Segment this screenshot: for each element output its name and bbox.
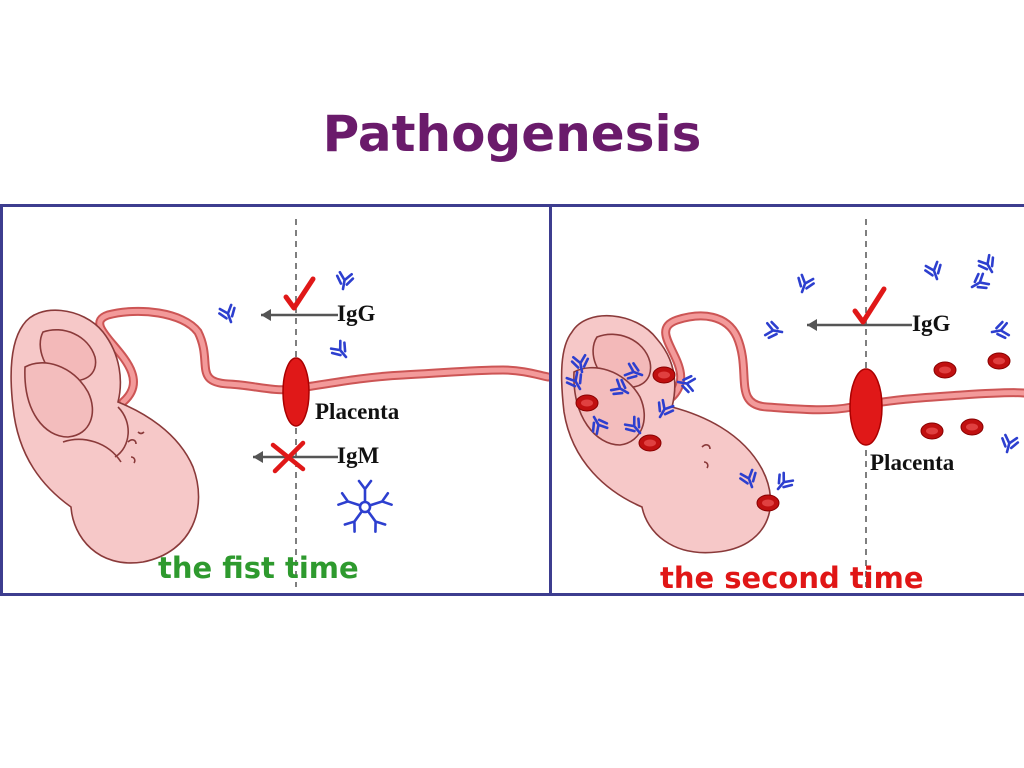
red-blood-cell-icon	[960, 418, 984, 436]
antibody-icon	[763, 320, 785, 342]
igm-label: IgM	[337, 443, 380, 468]
check-icon	[283, 276, 316, 311]
antibody-icon	[997, 433, 1021, 456]
panel-second-time: IgG Placenta the second time	[549, 204, 1024, 596]
caption-second-time: the second time	[660, 561, 924, 595]
red-blood-cell-icon	[920, 422, 944, 440]
placenta-label: Placenta	[315, 399, 400, 424]
antibody-icon	[328, 338, 354, 364]
panel-first-time: IgG Placenta IgM the fist time	[0, 204, 552, 596]
antibody-icon	[989, 320, 1011, 342]
red-blood-cell-icon	[987, 352, 1011, 370]
igm-arrow-left-icon	[253, 451, 338, 463]
slide-title: Pathogenesis	[322, 105, 702, 163]
antibody-icon	[793, 272, 817, 297]
red-blood-cell-icon	[933, 361, 957, 379]
igg-label: IgG	[337, 301, 376, 326]
antibody-icon	[333, 270, 355, 292]
fetus	[10, 309, 200, 564]
pathogenesis-figure: IgG Placenta IgM the fist time	[0, 204, 1024, 596]
cross-icon	[270, 440, 306, 474]
antibody-icon	[966, 270, 992, 296]
igm-pentamer-icon	[337, 479, 393, 533]
igg-arrow-left-icon	[807, 319, 912, 331]
second-time-illustration	[560, 219, 1024, 587]
igg-label: IgG	[912, 311, 951, 336]
igg-arrow-left-icon	[261, 309, 338, 321]
umbilical-cord	[95, 306, 549, 407]
antibody-icon	[216, 302, 240, 327]
check-icon	[852, 286, 887, 325]
placenta	[282, 357, 310, 427]
antibody-icon	[922, 259, 946, 284]
first-time-illustration	[10, 219, 549, 587]
caption-first-time: the fist time	[158, 551, 359, 585]
antibody-icon	[975, 252, 1001, 278]
placenta-label: Placenta	[870, 450, 955, 475]
placenta	[849, 368, 883, 446]
